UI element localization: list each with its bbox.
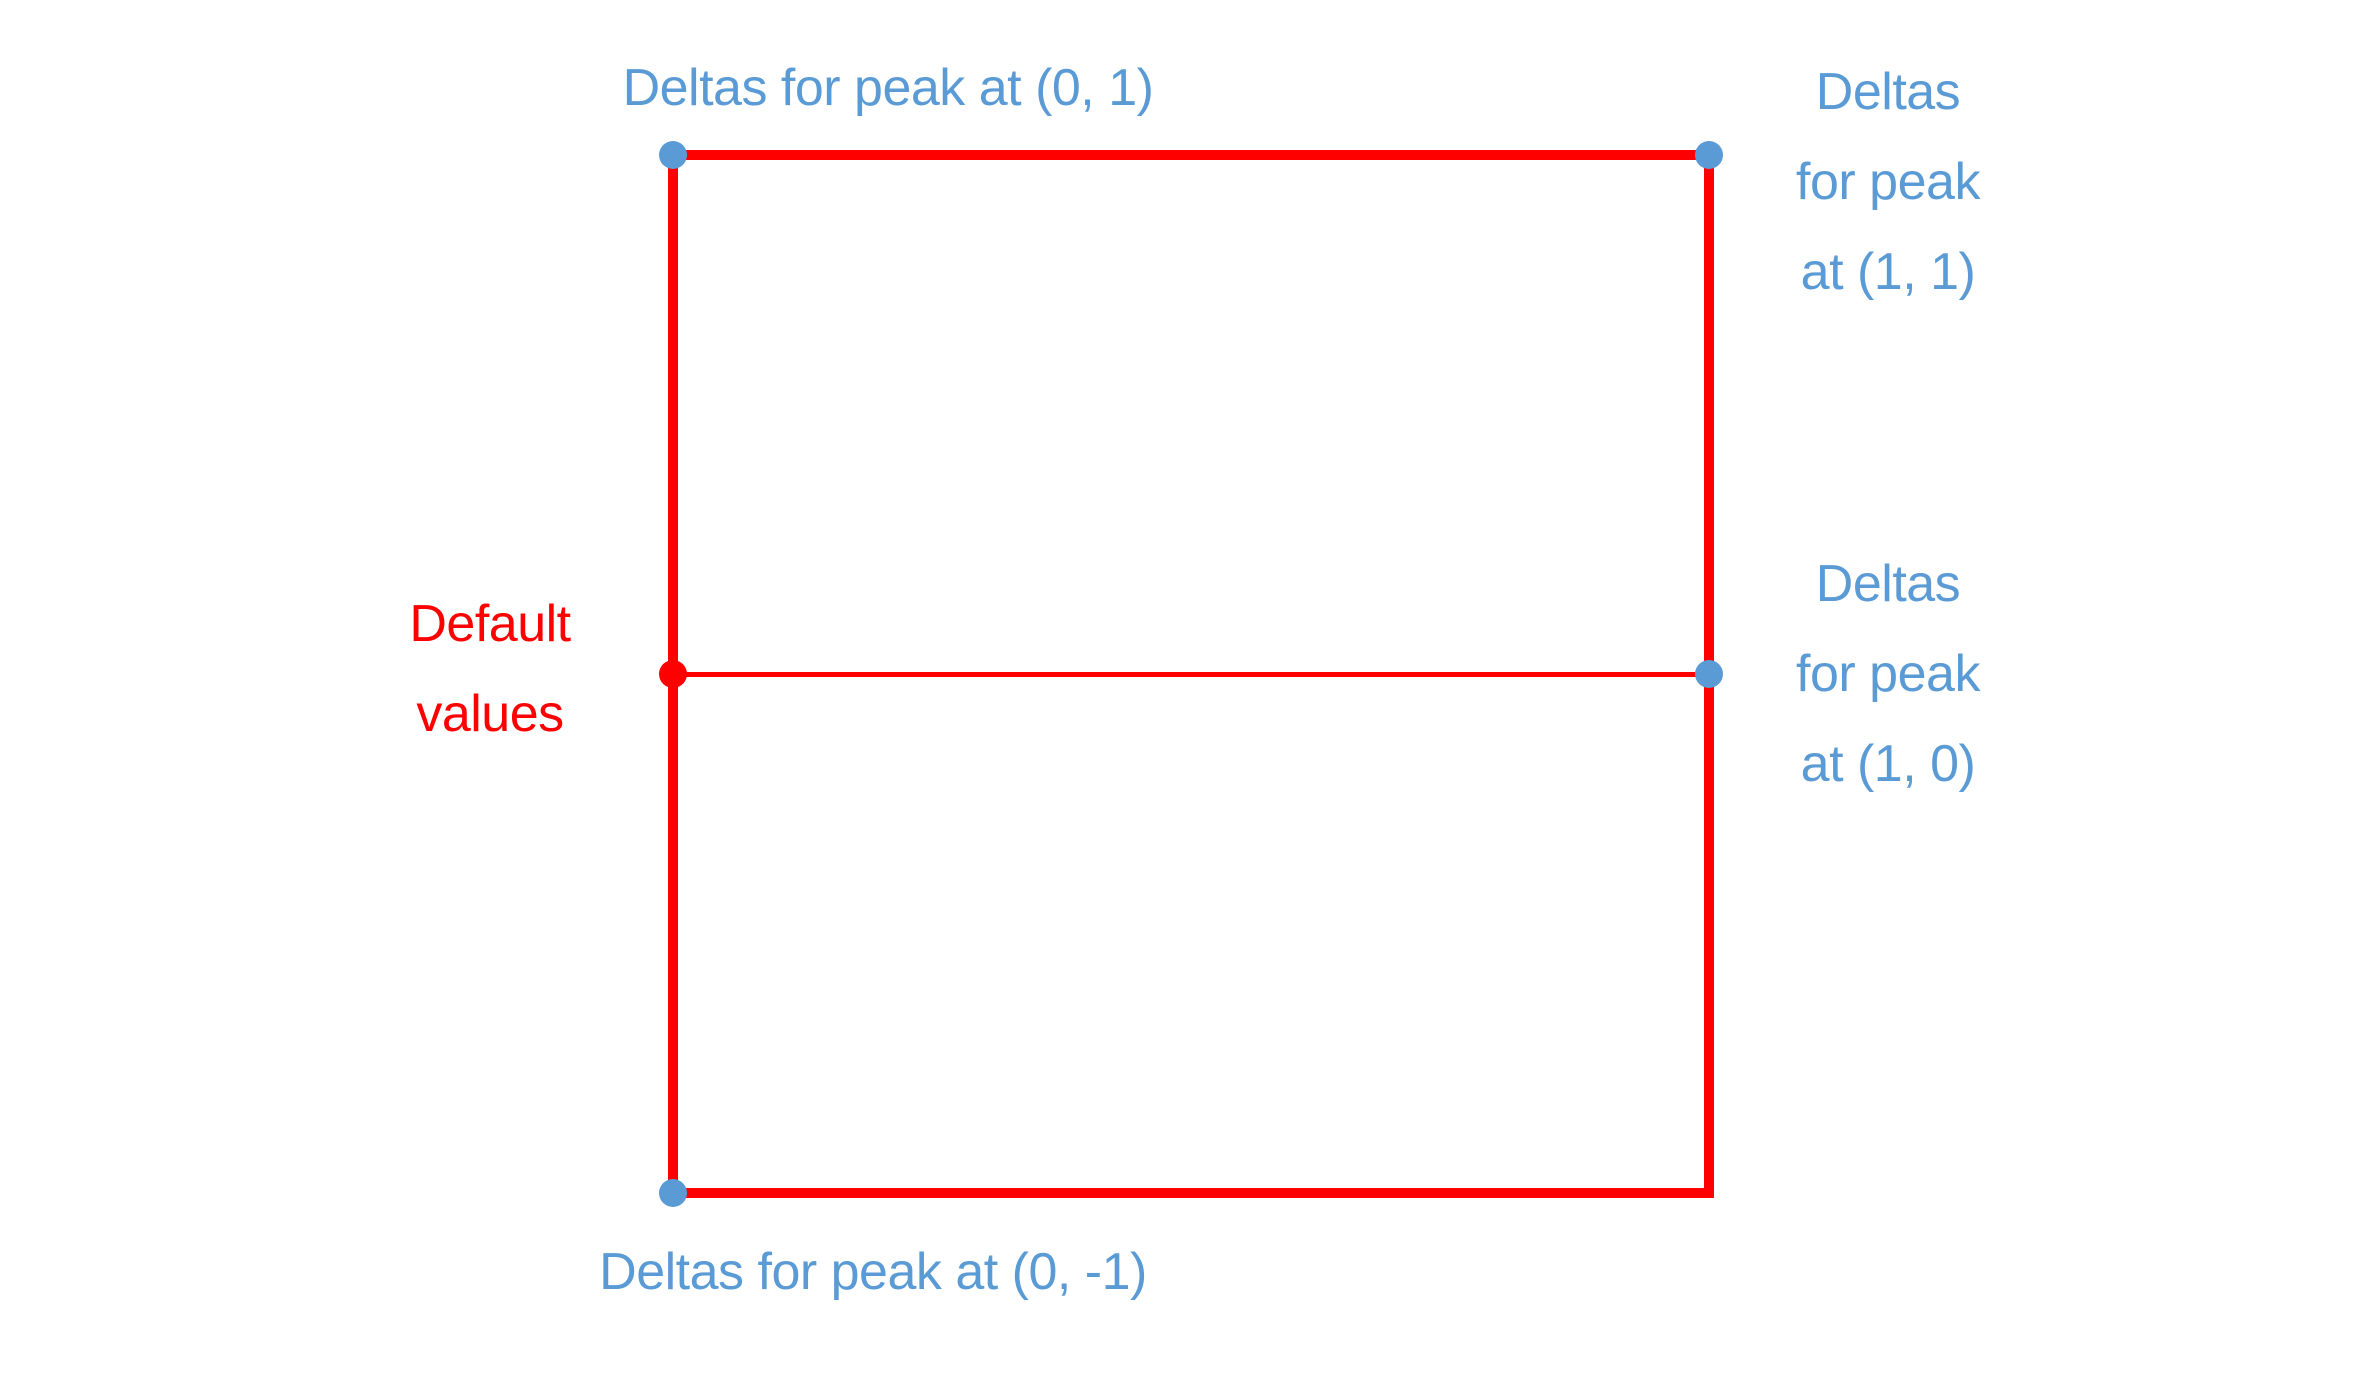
marker-peak-0-neg1-icon	[659, 1179, 687, 1207]
label-peak-1-1: Deltas for peak at (1, 1)	[1796, 63, 1980, 301]
marker-peak-0-1-icon	[659, 141, 687, 169]
label-peak-0-neg1: Deltas for peak at (0, -1)	[599, 1243, 1147, 1301]
marker-default-icon	[659, 660, 687, 688]
label-peak-0-1: Deltas for peak at (0, 1)	[622, 59, 1154, 117]
label-peak-1-0: Deltas for peak at (1, 0)	[1796, 555, 1980, 793]
default-values-line	[668, 672, 1714, 677]
marker-peak-1-0-icon	[1695, 660, 1723, 688]
marker-peak-1-1-icon	[1695, 141, 1723, 169]
label-default-values: Default values	[409, 595, 571, 743]
